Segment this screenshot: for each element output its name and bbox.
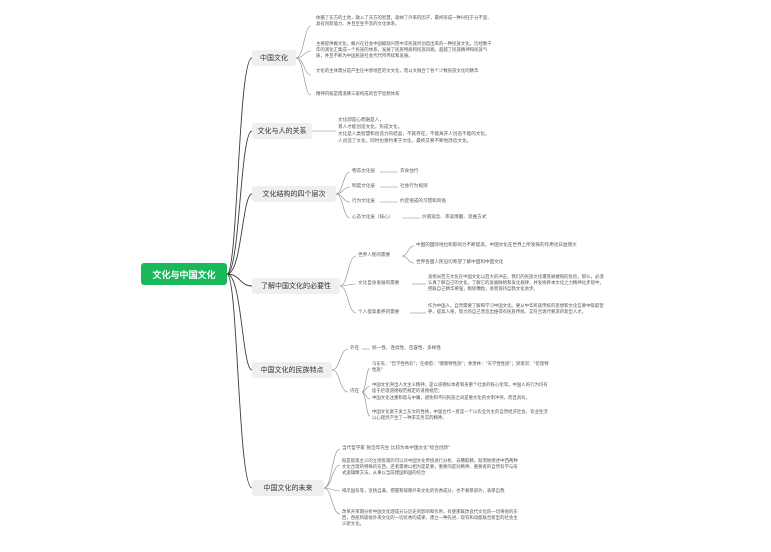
- b1-text-2: 主要提供概文化，概兴在社会中国概观兴而中华民族所创造出来的一种民族文化。历经数千…: [316, 42, 492, 60]
- b5-inner-d: 中国文化富于发土东文的性格，中国古代一直是一个以农业为主的自然经济社会，农业生活…: [372, 410, 548, 422]
- b5-inner-c: 中国文化注重和谐与中庸，避免和不同民族之间是重文化的文明冲突，而且具有。: [372, 396, 531, 401]
- b6-text-3: 揭示国有等，宣扬自满，把握和保障外来文化的优秀成分，也不要厚部外，表厚自我: [342, 489, 505, 494]
- branch-culture-layers[interactable]: 文化结构的四个层次: [252, 186, 336, 202]
- b3-layer-desc: 价值观念、审美情趣、思维方式: [422, 215, 487, 220]
- b2-text-4: 人创造了文化，同时也受约束于文化，最终又要不断地改造文化。: [338, 139, 472, 144]
- b5-outer-a: 统一性、连续性、包容性、多样性: [372, 346, 441, 351]
- b1-text-1: 依循了东方的土地，融入了东方的智慧，吸纳了外来的因子，最终形成一种兴旺于分不变、…: [316, 16, 492, 28]
- branch-why-learn[interactable]: 了解中国文化的必要性: [252, 278, 340, 294]
- b5-sub-inner: 内在: [350, 389, 360, 394]
- link-root-b1: [226, 57, 253, 275]
- b3-layer-name: 物态文化层: [352, 169, 375, 174]
- b2-text-2: 育人才能创造文化，形成文化。: [338, 125, 403, 130]
- b4-world-a: 中国的国际地位和影响力不断提高，中国文化在世界上所发挥的作用也日益增大: [416, 243, 577, 248]
- branch-national-features[interactable]: 中国文化的民族特点: [252, 362, 332, 378]
- b3-layer-desc: 衣食住行: [400, 169, 419, 174]
- b3-layer-name: 制度文化层: [352, 184, 375, 189]
- b5-sub-outer: 外在: [350, 346, 360, 351]
- b4-personal-a: 作为中国人，自然需要了解和学习中国文化。要从中华民族传统的思想和文化信要中吸取营…: [428, 304, 604, 316]
- b3-layer-name: 行为文化层: [352, 199, 375, 204]
- link-root-b6: [226, 273, 253, 489]
- link-root-b2: [226, 130, 253, 275]
- branch-culture-and-people[interactable]: 文化与人的关系: [252, 123, 312, 139]
- b6-text-4: 改革开革期分析中国文化理成分与历史的影响和作用，有使那联改良代文化的一切将他的东…: [342, 510, 518, 528]
- root-node[interactable]: 文化与中国文化: [141, 263, 227, 285]
- branch-chinese-culture[interactable]: 中国文化: [252, 50, 296, 66]
- branch-future[interactable]: 中国文化的未来: [252, 480, 324, 496]
- link-root-b5: [226, 273, 253, 371]
- b6-text-2: 既是现现主义的立场客观的可以对中国文化传统进行分析、去糟取精，既而地继述中西两种…: [342, 459, 518, 477]
- b4-sub-self: 文化自身发展的需要: [358, 281, 400, 286]
- b3-layer-desc: 社会行为规则: [400, 184, 428, 189]
- b1-text-3: 文化的主体需分是产生在中原地区的文文化，而以文融合了各个少数民族文化的精华: [316, 69, 479, 74]
- b4-sub-world: 世界人民的需要: [358, 253, 391, 258]
- b3-layer-desc: 约定俗成的习惯和风俗: [400, 199, 446, 204]
- link-root-b4: [226, 273, 253, 287]
- b4-world-b: 世界各国人民迫切希望了解中国和中国文化: [416, 260, 504, 265]
- b2-text-1: 文化即是心而融是人，: [338, 118, 384, 123]
- b5-inner-b: 中国文化突出人文主义精神，是以道德标本者和身重个社会的核心伦常。中国人的行为均有…: [372, 383, 548, 395]
- b4-sub-personal: 个人提高素养的需要: [358, 310, 400, 315]
- b6-text-1: 当代哲学家 张岱年先生 比较为本中国文化"综合创新": [342, 446, 451, 451]
- b3-layer-name: 心态文化层（核心）: [352, 215, 394, 220]
- b2-text-3: 文化是人类智慧和创造力的结晶，不就存在，不能离开人创造不能的文化。: [338, 132, 490, 137]
- b4-self-a: 发扬光西方文化在中国文化以后大的冲击，我们的民族文化遭受被摧毁的危险，那么，必须…: [428, 275, 604, 293]
- b5-inner-a: 乌东先："哲学性色彩"；任继愈："哪教特性族"；季羡林："天学性性族"；梁漱溟：…: [372, 362, 549, 374]
- b1-text-4: 精神内核是儒道佛三家构成的哲学思想体系: [316, 92, 400, 97]
- link-root-b3: [226, 193, 253, 275]
